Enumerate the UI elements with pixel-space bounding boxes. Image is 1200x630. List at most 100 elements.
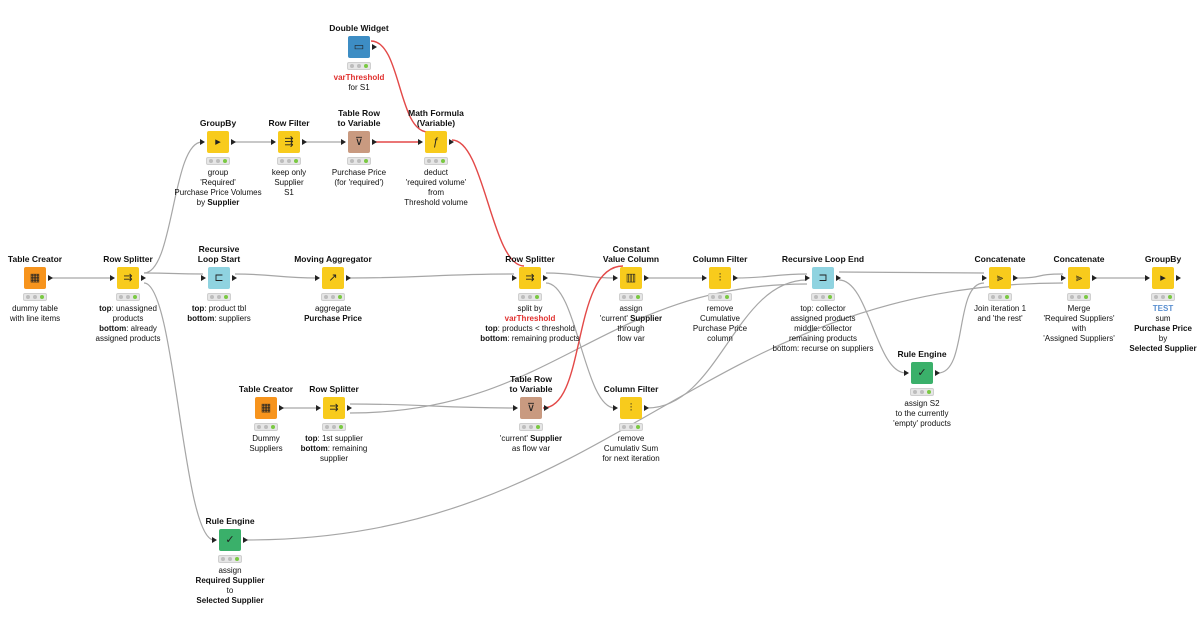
groupby-icon[interactable]: ▸ bbox=[207, 131, 229, 153]
table-to-variable-icon[interactable]: ⊽ bbox=[520, 397, 542, 419]
input-port-icon[interactable] bbox=[212, 537, 217, 543]
output-port-icon[interactable] bbox=[544, 405, 549, 411]
concatenate-icon[interactable]: ⫸ bbox=[989, 267, 1011, 289]
output-port-icon[interactable] bbox=[232, 275, 237, 281]
output-port-icon[interactable] bbox=[935, 370, 940, 376]
edge-colfilter-to-loopend[interactable] bbox=[735, 273, 808, 279]
column-filter-icon[interactable]: ⫶ bbox=[620, 397, 642, 419]
constant-column-icon[interactable]: ▥ bbox=[620, 267, 642, 289]
edge-splitter-to-loopstart[interactable] bbox=[143, 272, 204, 275]
input-port-icon[interactable] bbox=[513, 405, 518, 411]
row-splitter-icon[interactable]: ⇉ bbox=[323, 397, 345, 419]
input-port-icon[interactable] bbox=[418, 139, 423, 145]
output-port-icon[interactable] bbox=[231, 139, 236, 145]
output-port-icon[interactable] bbox=[1092, 275, 1097, 281]
output-port-icon[interactable] bbox=[644, 275, 649, 281]
output-port-icon[interactable] bbox=[449, 139, 454, 145]
edge-splitter-top-to-groupby[interactable] bbox=[143, 141, 203, 274]
edge-splitter3-to-tablerow[interactable] bbox=[349, 403, 516, 409]
row-splitter-icon[interactable]: ⇉ bbox=[117, 267, 139, 289]
edge-loopstart-to-aggregator[interactable] bbox=[234, 273, 318, 279]
output-port-icon[interactable] bbox=[644, 405, 649, 411]
input-port-icon[interactable] bbox=[805, 275, 810, 281]
edge-splitter-bottom-to-colfilter[interactable] bbox=[545, 282, 616, 409]
output-port-icon[interactable] bbox=[733, 275, 738, 281]
input-port-icon[interactable] bbox=[1061, 275, 1066, 281]
row-filter-icon[interactable]: ⇶ bbox=[278, 131, 300, 153]
input-port-icon[interactable] bbox=[613, 405, 618, 411]
output-port-icon[interactable] bbox=[243, 537, 248, 543]
output-port-icon[interactable] bbox=[372, 139, 377, 145]
flow-var-tablerow2-to-constant[interactable] bbox=[542, 265, 624, 409]
input-port-icon[interactable] bbox=[341, 139, 346, 145]
math-formula-icon[interactable]: ƒ bbox=[425, 131, 447, 153]
output-port-icon[interactable] bbox=[1013, 275, 1018, 281]
input-port-icon[interactable] bbox=[201, 275, 206, 281]
edge-aggregator-to-splitter[interactable] bbox=[348, 273, 515, 279]
input-port-icon[interactable] bbox=[316, 405, 321, 411]
output-port-icon[interactable] bbox=[48, 275, 53, 281]
edge-loopend-to-rule[interactable] bbox=[838, 279, 907, 374]
edge-rule2-to-concat[interactable] bbox=[245, 282, 1064, 541]
table-to-variable-icon[interactable]: ⊽ bbox=[348, 131, 370, 153]
concatenate-icon[interactable]: ⫸ bbox=[1068, 267, 1090, 289]
row-splitter-icon[interactable]: ⇉ bbox=[519, 267, 541, 289]
node-groupby-1[interactable]: GroupBy▸group'Required'Purchase Price Vo… bbox=[143, 108, 293, 208]
input-port-icon[interactable] bbox=[271, 139, 276, 145]
input-port-icon[interactable] bbox=[200, 139, 205, 145]
output-port-icon[interactable] bbox=[543, 275, 548, 281]
input-port-icon[interactable] bbox=[1145, 275, 1150, 281]
output-port-icon[interactable] bbox=[141, 275, 146, 281]
edge-splitter-top-to-constant[interactable] bbox=[545, 272, 616, 279]
edge-splitter-bottom-to-rule[interactable] bbox=[143, 282, 215, 541]
input-port-icon[interactable] bbox=[904, 370, 909, 376]
rule-engine-icon[interactable]: ✓ bbox=[911, 362, 933, 384]
output-port-icon[interactable] bbox=[372, 44, 377, 50]
column-filter-icon[interactable]: ⫶ bbox=[709, 267, 731, 289]
edge-splitter3-bottom-to-loopend[interactable] bbox=[349, 283, 808, 414]
table-icon[interactable]: ▦ bbox=[24, 267, 46, 289]
output-port-icon[interactable] bbox=[347, 405, 352, 411]
output-port-icon[interactable] bbox=[302, 139, 307, 145]
output-port-icon[interactable] bbox=[836, 275, 841, 281]
flow-var-widget-to-math[interactable] bbox=[370, 40, 429, 133]
output-port-icon[interactable] bbox=[279, 405, 284, 411]
input-port-icon[interactable] bbox=[512, 275, 517, 281]
groupby-icon[interactable]: ▸ bbox=[1152, 267, 1174, 289]
node-table-row-to-variable-1[interactable]: Table Row to Variable⊽Purchase Price(for… bbox=[284, 108, 434, 188]
loop-start-icon[interactable]: ⊏ bbox=[208, 267, 230, 289]
output-port-icon[interactable] bbox=[346, 275, 351, 281]
output-port-icon[interactable] bbox=[1176, 275, 1181, 281]
input-port-icon[interactable] bbox=[315, 275, 320, 281]
edge-concat-to-concat[interactable] bbox=[1015, 273, 1064, 279]
node-concatenate-2[interactable]: Concatenate⫸Merge'Required Suppliers'wit… bbox=[1004, 244, 1154, 344]
edge-rule-to-concat[interactable] bbox=[937, 282, 985, 374]
node-table-row-to-variable-2[interactable]: Table Row to Variable⊽'current' Supplier… bbox=[456, 374, 606, 454]
input-port-icon[interactable] bbox=[702, 275, 707, 281]
input-port-icon[interactable] bbox=[110, 275, 115, 281]
node-constant-value-column[interactable]: Constant Value Column▥assign'current' Su… bbox=[556, 244, 706, 344]
edge-loopend-top-to-concat[interactable] bbox=[838, 271, 985, 274]
rule-engine-icon[interactable]: ✓ bbox=[219, 529, 241, 551]
input-port-icon[interactable] bbox=[982, 275, 987, 281]
input-port-icon[interactable] bbox=[613, 275, 618, 281]
flow-var-math-to-splitter[interactable] bbox=[451, 139, 525, 267]
moving-aggregator-icon[interactable]: ↗ bbox=[322, 267, 344, 289]
loop-end-icon[interactable]: ⊐ bbox=[812, 267, 834, 289]
widget-icon[interactable]: ▭ bbox=[348, 36, 370, 58]
